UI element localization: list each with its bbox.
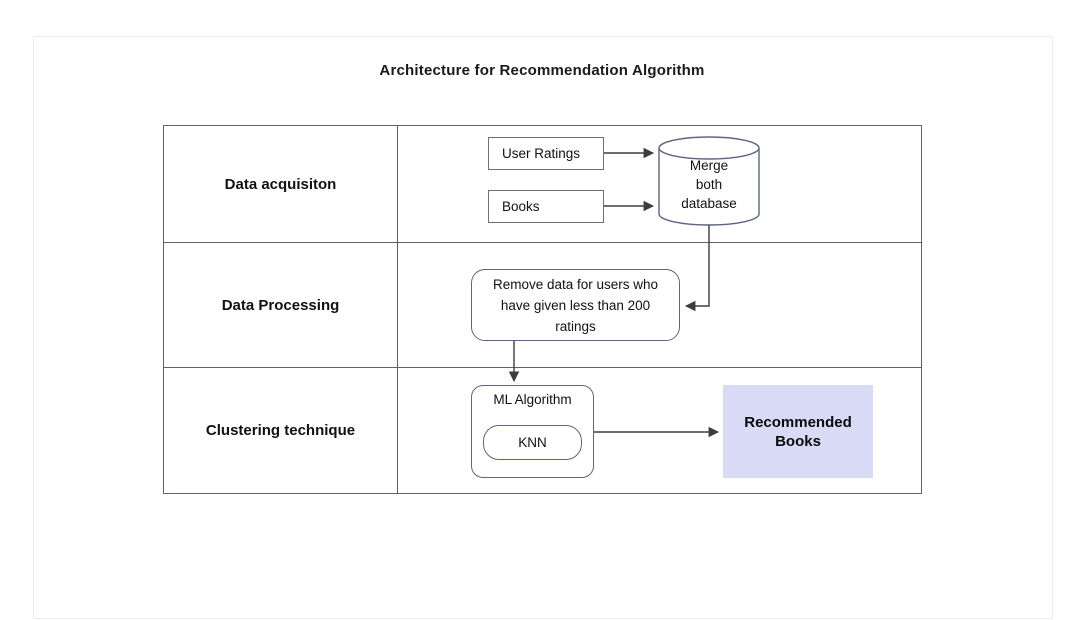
- remove-data-line: have given less than 200: [500, 297, 651, 313]
- knn-label: KNN: [518, 435, 547, 450]
- merge-database-line: database: [681, 196, 737, 211]
- user-ratings-label: User Ratings: [502, 146, 581, 161]
- user-ratings-node: User Ratings: [488, 137, 604, 170]
- books-node: Books: [488, 190, 604, 223]
- ml-algorithm-node: ML Algorithm KNN: [471, 385, 594, 478]
- remove-data-node: Remove data for users who have given les…: [471, 269, 680, 341]
- merge-database-line: Merge: [689, 158, 729, 173]
- remove-data-line: ratings: [555, 318, 596, 334]
- row-divider-2: [163, 367, 922, 368]
- remove-data-line: Remove data for users who: [492, 276, 659, 292]
- row-divider-1: [163, 242, 922, 243]
- row-label-data-acquisition: Data acquisiton: [224, 175, 337, 193]
- merge-database-label: Merge both database: [659, 156, 759, 213]
- diagram-title: Architecture for Recommendation Algorith…: [379, 62, 705, 79]
- merge-database-line: both: [695, 177, 723, 192]
- recommended-books-node: Recommended Books: [723, 385, 873, 478]
- swimlane-table-border: [163, 125, 922, 494]
- books-label: Books: [502, 199, 540, 214]
- knn-node: KNN: [483, 425, 582, 460]
- ml-algorithm-label: ML Algorithm: [493, 392, 572, 407]
- row-label-data-processing: Data Processing: [221, 296, 340, 314]
- row-label-clustering-technique: Clustering technique: [205, 422, 356, 439]
- recommended-books-line: Books: [775, 432, 821, 450]
- label-column-divider: [397, 125, 398, 494]
- recommended-books-line: Recommended: [744, 413, 852, 431]
